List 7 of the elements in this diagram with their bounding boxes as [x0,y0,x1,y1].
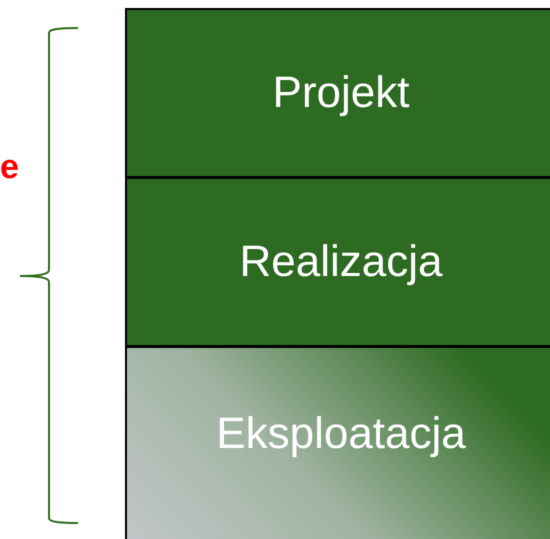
phase-band [125,346,550,539]
side-label: e [0,150,19,184]
phase-band [125,177,550,347]
phase-band [125,8,550,178]
phase-name: Eksploatacja [216,409,466,459]
phase-name: Realizacja [240,237,442,287]
phase-name: Projekt [272,68,410,118]
